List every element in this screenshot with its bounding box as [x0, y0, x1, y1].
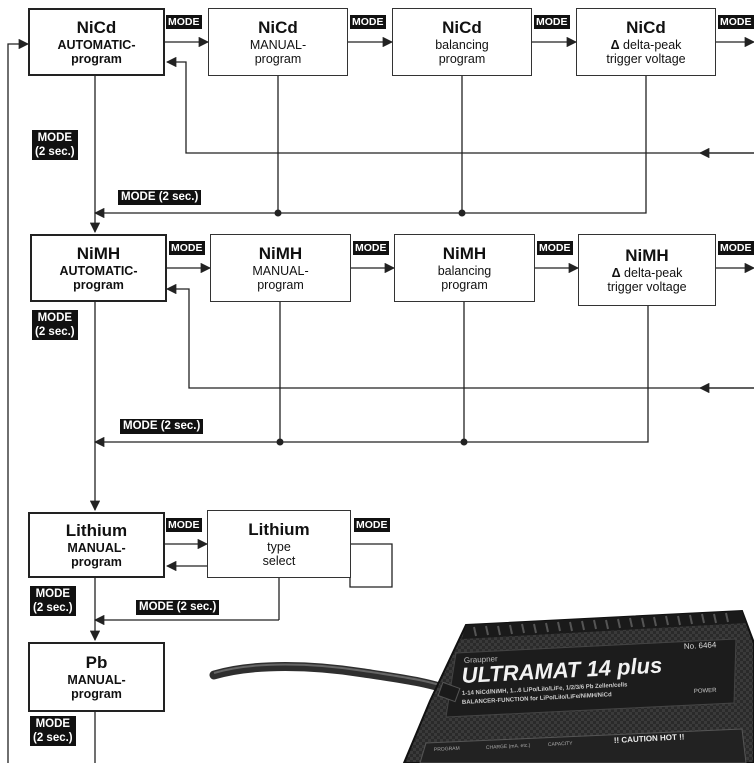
box-line-text: delta-peak [623, 37, 682, 52]
mode-2sec-stack: MODE (2 sec.) [32, 310, 78, 340]
box-title: NiMH [76, 244, 121, 264]
lithium-manual-box: Lithium MANUAL- program [28, 512, 165, 578]
stack-line: (2 sec.) [35, 326, 75, 338]
mode-tag: MODE [718, 15, 754, 29]
mode-tag: MODE [718, 241, 754, 255]
mode-2sec-stack: MODE (2 sec.) [32, 130, 78, 160]
nimh-automatic-box: NiMH AUTOMATIC- program [30, 234, 167, 302]
cable-connector [437, 681, 461, 703]
stack-line: MODE [35, 718, 71, 730]
nicd-manual-box: NiCd MANUAL- program [208, 8, 348, 76]
nimh-balancing-box: NiMH balancing program [394, 234, 535, 302]
lithium-type-loop [349, 543, 393, 588]
box-line: MANUAL- [67, 672, 126, 687]
pb-manual-box: Pb MANUAL- program [28, 642, 165, 712]
box-line: program [254, 51, 302, 66]
box-title: NiCd [626, 18, 666, 38]
stack-line: (2 sec.) [35, 146, 75, 158]
box-line: program [257, 277, 304, 292]
box-title: Lithium [248, 520, 310, 540]
mode-2sec-stack: MODE (2 sec.) [30, 586, 76, 616]
ultramat-charger-image: Graupner No. 6464 ULTRAMAT 14 plus 1-14 … [209, 609, 754, 763]
junction-dot [460, 438, 468, 446]
panel-label: CAPACITY [548, 741, 574, 748]
nicd-balancing-box: NiCd balancing program [392, 8, 532, 76]
stack-line: (2 sec.) [33, 602, 73, 614]
nimh-delta-box: NiMH Δ delta-peak trigger voltage [578, 234, 716, 306]
box-line: select [262, 553, 296, 568]
caution-label: !! CAUTION HOT !! [614, 732, 685, 745]
box-line: program [71, 51, 122, 66]
nicd-delta-box: NiCd Δ delta-peak trigger voltage [576, 8, 716, 76]
mode-tag: MODE [534, 15, 570, 29]
box-title: NiMH [625, 246, 669, 266]
box-line: program [71, 554, 122, 569]
box-title: Lithium [65, 521, 128, 541]
mode-tag: MODE [166, 15, 202, 29]
box-line: MANUAL- [67, 540, 126, 555]
delta-icon: Δ [610, 37, 620, 52]
stack-line: (2 sec.) [33, 732, 73, 744]
junction-dot [458, 209, 466, 217]
box-line: program [71, 686, 122, 701]
charger-vents [462, 611, 746, 639]
box-line: trigger voltage [606, 51, 686, 66]
box-line: type [267, 539, 291, 554]
lithium-type-box: Lithium type select [207, 510, 351, 578]
nimh-manual-box: NiMH MANUAL- program [210, 234, 351, 302]
box-line: AUTOMATIC- [59, 263, 138, 278]
box-title: NiMH [442, 244, 487, 264]
manufacturer-label: Graupner [464, 654, 499, 665]
box-line: program [441, 277, 488, 292]
box-title: Pb [85, 653, 108, 673]
mode-2sec-tag: MODE (2 sec.) [118, 190, 202, 205]
box-line: MANUAL- [249, 37, 307, 52]
box-line: AUTOMATIC- [57, 37, 136, 52]
nimh-return-line [165, 283, 754, 389]
mode-2sec-tag: MODE (2 sec.) [120, 419, 204, 434]
mode-tag: MODE [169, 241, 205, 255]
box-title: NiCd [442, 18, 482, 38]
power-label: POWER [694, 688, 718, 695]
delta-icon: Δ [611, 265, 621, 280]
box-line: balancing [437, 263, 492, 278]
mode-tag: MODE [166, 518, 202, 532]
box-line: program [73, 277, 124, 292]
box-line: program [438, 51, 486, 66]
junction-dot [274, 209, 282, 217]
mode-tag: MODE [537, 241, 573, 255]
mode-2sec-stack: MODE (2 sec.) [30, 716, 76, 746]
stack-line: MODE [35, 588, 71, 600]
box-line: balancing [435, 37, 489, 52]
box-title: NiMH [258, 244, 303, 264]
nicd-automatic-box: NiCd AUTOMATIC- program [28, 8, 165, 76]
box-line: Δ delta-peak [611, 38, 682, 52]
mode-2sec-tag: MODE (2 sec.) [136, 600, 220, 615]
mode-tag: MODE [353, 241, 389, 255]
box-line: Δ delta-peak [612, 266, 683, 280]
junction-dot [276, 438, 284, 446]
box-line-text: delta-peak [624, 265, 683, 280]
mode-tag: MODE [354, 518, 390, 532]
panel-label: CHARGE (mA. etc.) [486, 743, 531, 751]
model-number: No. 6464 [684, 640, 717, 651]
mode-tag: MODE [350, 15, 386, 29]
stack-line: MODE [37, 312, 73, 324]
nicd-return-line [165, 56, 754, 154]
panel-label: PROGRAM [434, 746, 460, 753]
control-panel [419, 728, 747, 763]
power-cable [209, 662, 461, 698]
box-line: MANUAL- [252, 263, 309, 278]
box-title: NiCd [76, 18, 117, 38]
box-line: trigger voltage [607, 279, 687, 294]
master-return-line [7, 38, 30, 763]
stack-line: MODE [37, 132, 73, 144]
box-title: NiCd [258, 18, 298, 38]
